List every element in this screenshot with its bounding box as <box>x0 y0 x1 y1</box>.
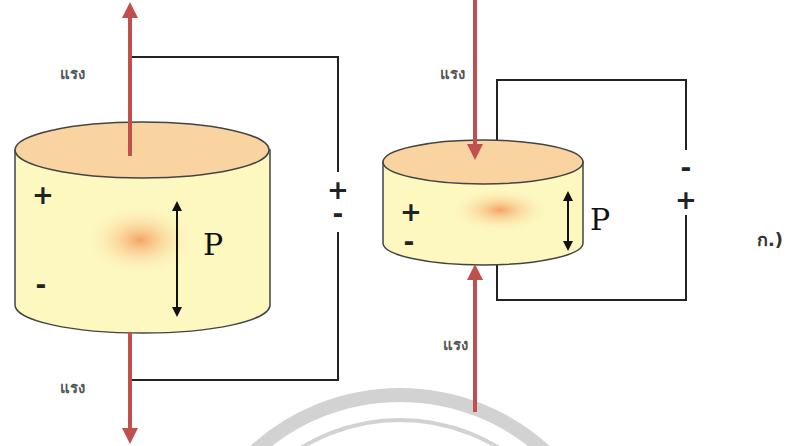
polarity-sign: + <box>400 199 422 225</box>
force-label: แรง <box>443 338 468 353</box>
force-label: แรง <box>60 381 85 396</box>
force-arrow <box>130 0 475 436</box>
figure-label: ก.) <box>757 231 783 249</box>
terminal-sign: + <box>327 177 349 203</box>
cylinder-node: + - P <box>15 120 305 340</box>
force-label: แรง <box>440 67 465 82</box>
cylinder-node: + - P <box>383 138 623 272</box>
piezo-cylinder <box>15 122 270 333</box>
polarization-label: P <box>590 205 610 235</box>
terminal-sign: - <box>333 201 344 227</box>
polarity-sign: - <box>404 229 415 255</box>
watermark <box>185 395 615 446</box>
polarity-sign: + <box>32 182 54 208</box>
polarity-sign: - <box>36 272 47 298</box>
terminal-sign: - <box>681 155 692 181</box>
force-label: แรง <box>60 67 85 82</box>
piezo-cylinder <box>383 140 583 265</box>
terminal-sign: + <box>675 187 697 213</box>
polarization-label: P <box>203 230 223 260</box>
